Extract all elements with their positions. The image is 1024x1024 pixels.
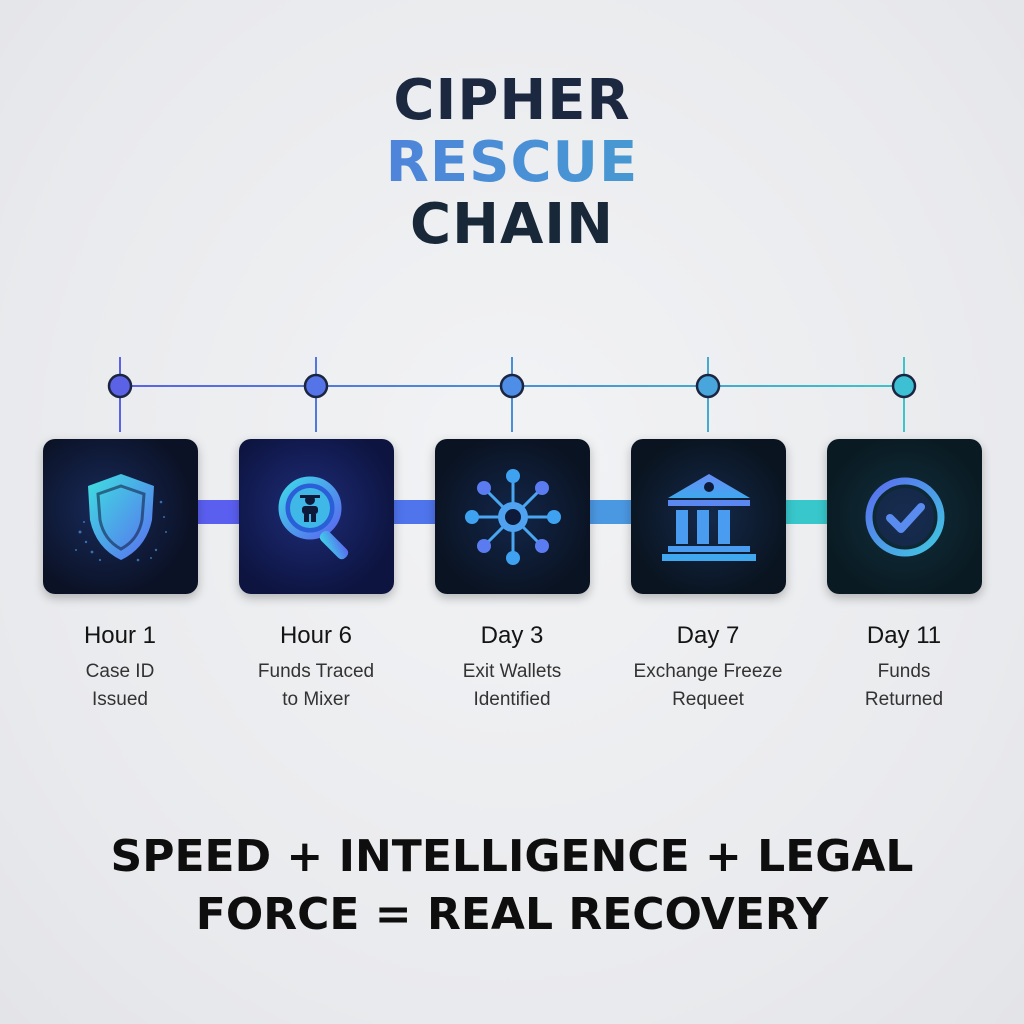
step-card-case-id [43, 439, 198, 594]
connector-bars [197, 500, 827, 524]
step-time: Day 7 [676, 622, 740, 649]
step-label-3: Day 3 Exit Wallets Identified [412, 622, 612, 714]
title-line-2: RESCUE [0, 132, 1024, 194]
timeline-connectors [107, 357, 917, 524]
step-desc-line-2: Requeet [672, 689, 744, 710]
step-card-funds-returned [827, 439, 982, 594]
title-line-1: CIPHER [393, 68, 631, 133]
step-desc-line-1: Exit Wallets [462, 661, 562, 682]
step-desc-line-1: Case ID [85, 661, 155, 682]
step-desc-line-2: Identified [473, 689, 551, 710]
check-circle-icon [865, 477, 944, 556]
tagline-line-2: FORCE = REAL RECOVERY [195, 889, 829, 940]
title-line-3: CHAIN [409, 192, 614, 257]
tagline: SPEED + INTELLIGENCE + LEGAL FORCE = REA… [0, 828, 1024, 944]
network-hub-icon [464, 468, 561, 565]
shield-icon [74, 473, 167, 561]
step-desc-line-1: Funds [877, 661, 931, 682]
step-label-4: Day 7 Exchange Freeze Requeet [608, 622, 808, 714]
step-time: Day 3 [480, 622, 544, 649]
magnifier-icon [278, 476, 348, 559]
step-label-2: Hour 6 Funds Traced to Mixer [216, 622, 416, 714]
step-card-funds-traced [239, 439, 394, 594]
step-desc-line-1: Exchange Freeze [633, 661, 783, 682]
step-label-5: Day 11 Funds Returned [804, 622, 1004, 714]
step-label-1: Hour 1 Case ID Issued [20, 622, 220, 714]
step-time: Hour 6 [279, 622, 353, 649]
step-time: Hour 1 [83, 622, 157, 649]
step-card-exit-wallets [435, 439, 590, 594]
step-time: Day 11 [866, 622, 942, 649]
step-desc-line-2: to Mixer [282, 689, 350, 710]
step-desc-line-2: Returned [864, 689, 944, 710]
step-desc-line-2: Issued [92, 689, 148, 710]
tagline-line-1: SPEED + INTELLIGENCE + LEGAL [110, 831, 914, 882]
step-desc-line-1: Funds Traced [257, 661, 375, 682]
step-card-exchange-freeze [631, 439, 786, 594]
bank-icon [661, 473, 756, 561]
timeline-nodes [107, 373, 917, 399]
page-title: CIPHER RESCUE CHAIN [0, 70, 1024, 256]
